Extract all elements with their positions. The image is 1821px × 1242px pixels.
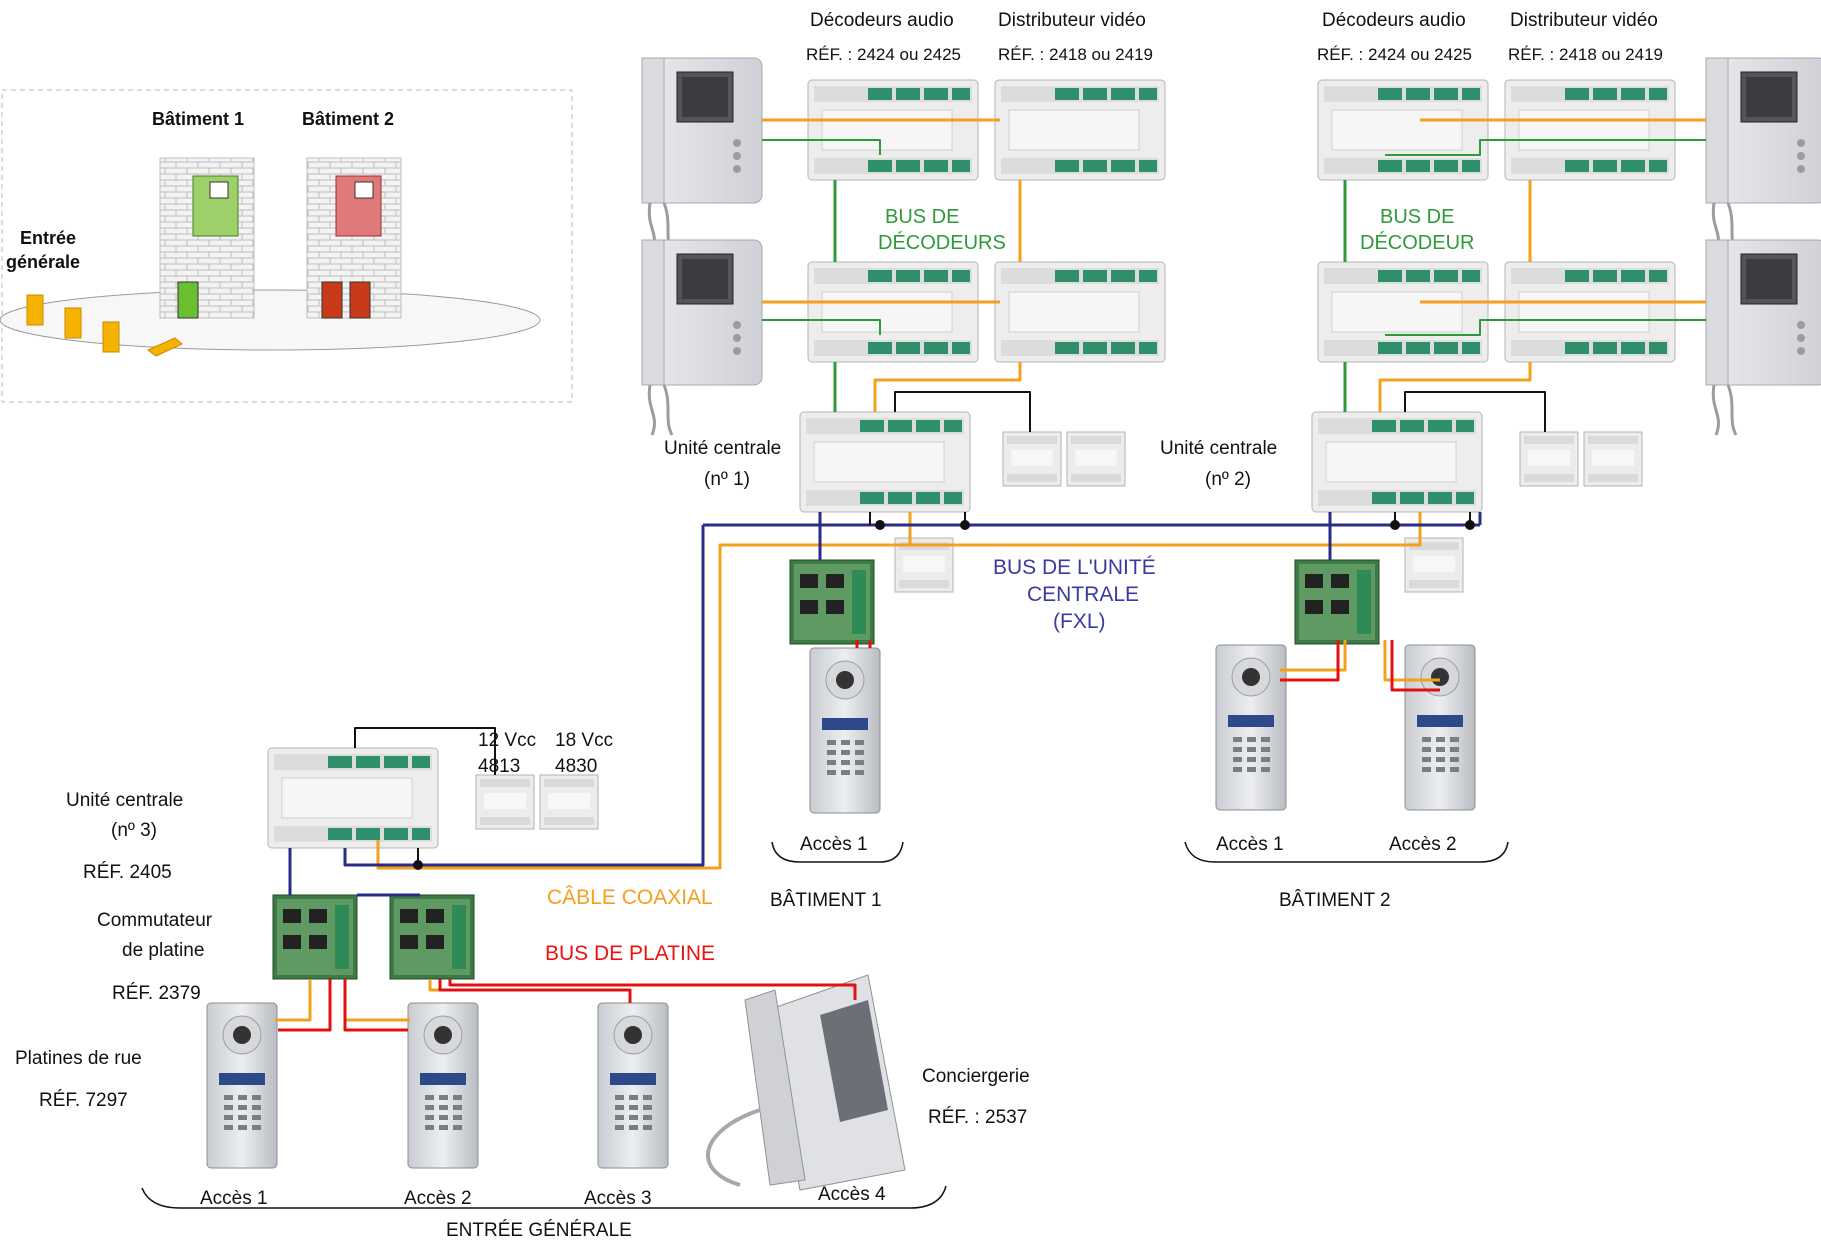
monitor-icon [1704, 56, 1821, 255]
monitor-icon [1704, 238, 1821, 437]
b2-access-2-label: Accès 2 [1389, 834, 1457, 855]
central-unit-3-label: Unité centrale [66, 790, 183, 811]
right-audio-ref: RÉF. : 2424 ou 2425 [1317, 45, 1472, 64]
power-supply-icon [1519, 431, 1579, 487]
audio-decoder-module [1317, 79, 1489, 181]
site-overview-inset [0, 89, 573, 403]
central-bus-label-2: CENTRALE [1027, 583, 1139, 606]
left-video-ref: RÉF. : 2418 ou 2419 [998, 45, 1153, 64]
concierge-label: Conciergerie [922, 1066, 1030, 1087]
entry-access-2-label: Accès 2 [404, 1188, 472, 1209]
central-unit-3 [267, 747, 439, 849]
panels-label: Platines de rue [15, 1048, 142, 1069]
decoder-bus-right-2: DÉCODEUR [1360, 231, 1474, 254]
right-audio-title: Décodeurs audio [1322, 10, 1466, 31]
entry-panels-icon [26, 294, 183, 357]
central-bus-label-1: BUS DE L'UNITÉ [993, 556, 1156, 579]
panel-switcher-icon [1294, 559, 1380, 645]
video-distributor-module [994, 261, 1166, 363]
group-brackets [141, 841, 1509, 1209]
audio-decoder-module [807, 79, 979, 181]
video-distributor-module [994, 79, 1166, 181]
central-unit-1-label: Unité centrale [664, 438, 781, 459]
left-video-title: Distributeur vidéo [998, 10, 1146, 31]
street-panel-icon [407, 1002, 479, 1169]
left-audio-ref: RÉF. : 2424 ou 2425 [806, 45, 961, 64]
switcher-label-2: de platine [122, 940, 204, 961]
power-supply-icon [1583, 431, 1643, 487]
right-video-ref: RÉF. : 2418 ou 2419 [1508, 45, 1663, 64]
power-supply-icon [1066, 431, 1126, 487]
psu-2-ref: 4830 [555, 756, 597, 777]
entry-access-1-label: Accès 1 [200, 1188, 268, 1209]
central-unit-3-ref: RÉF. 2405 [83, 862, 172, 883]
panel-switcher-icon [789, 559, 875, 645]
panels-ref: RÉF. 7297 [39, 1090, 128, 1111]
switcher-label-1: Commutateur [97, 910, 213, 931]
inset-building-2-label: Bâtiment 2 [302, 109, 394, 129]
panel-switcher-icon [272, 894, 358, 980]
central-unit-2-label: Unité centrale [1160, 438, 1277, 459]
audio-decoder-module [1317, 261, 1489, 363]
inset-entry-label-2: générale [6, 252, 80, 272]
psu-1-ref: 4813 [478, 756, 520, 777]
central-unit-2-number: (nº 2) [1205, 469, 1251, 490]
street-panel-icon [1404, 644, 1476, 811]
street-panel-icon [1215, 644, 1287, 811]
monitor-icon [640, 56, 764, 255]
entry-access-3-label: Accès 3 [584, 1188, 652, 1209]
inset-entry-label-1: Entrée [20, 228, 76, 248]
bus-junctions [413, 520, 1475, 870]
decoder-bus-right-1: BUS DE [1380, 206, 1454, 228]
video-distributor-module [1504, 79, 1676, 181]
street-panel-icon [809, 647, 881, 814]
wiring [275, 118, 1706, 1032]
concierge-ref: RÉF. : 2537 [928, 1107, 1027, 1128]
power-supply-icon [1002, 431, 1062, 487]
psu-1-voltage: 12 Vcc [478, 730, 536, 751]
decoder-bus-left-2: DÉCODEURS [878, 231, 1006, 254]
b1-access-1-label: Accès 1 [800, 834, 868, 855]
inset-building-1-label: Bâtiment 1 [152, 109, 244, 129]
b1-group-label: BÂTIMENT 1 [770, 889, 882, 911]
panel-switcher-icon [389, 894, 475, 980]
switcher-ref: RÉF. 2379 [112, 983, 201, 1004]
b2-group-label: BÂTIMENT 2 [1279, 889, 1391, 911]
psu-2-voltage: 18 Vcc [555, 730, 613, 751]
coax-label: CÂBLE COAXIAL [547, 886, 713, 909]
street-panel-icon [597, 1002, 669, 1169]
right-video-title: Distributeur vidéo [1510, 10, 1658, 31]
concierge-phone-icon [706, 974, 906, 1191]
monitor-icon [640, 238, 764, 437]
b2-access-1-label: Accès 1 [1216, 834, 1284, 855]
video-distributor-module [1504, 261, 1676, 363]
central-unit-1-number: (nº 1) [704, 469, 750, 490]
entry-group-label: ENTRÉE GÉNÉRALE [446, 1220, 632, 1241]
entry-access-4-label: Accès 4 [818, 1184, 886, 1205]
power-supply-icon [539, 774, 599, 830]
central-unit-3-number: (nº 3) [111, 820, 157, 841]
street-panel-icon [206, 1002, 278, 1169]
power-supply-icon [475, 774, 535, 830]
central-unit-1 [799, 411, 971, 513]
decoder-bus-left-1: BUS DE [885, 206, 959, 228]
central-unit-2 [1311, 411, 1483, 513]
central-bus-label-3: (FXL) [1053, 610, 1106, 633]
left-audio-title: Décodeurs audio [810, 10, 954, 31]
audio-decoder-module [807, 261, 979, 363]
platine-bus-label: BUS DE PLATINE [545, 942, 715, 965]
